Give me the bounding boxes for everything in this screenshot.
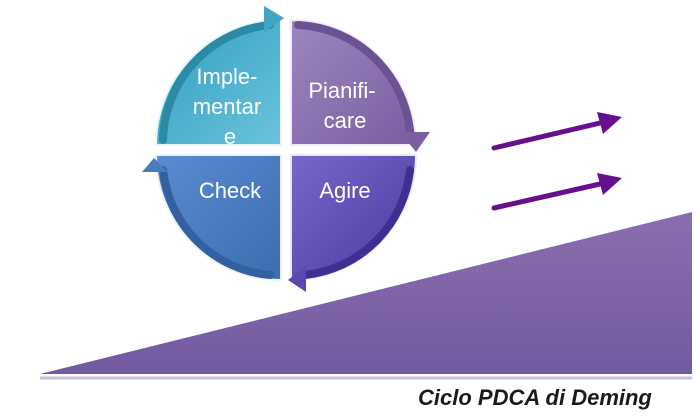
progress-arrow-upper bbox=[491, 112, 622, 151]
quadrant-act bbox=[288, 154, 418, 292]
quadrant-check bbox=[142, 154, 282, 282]
quadrant-implement bbox=[154, 6, 284, 146]
arrowhead-check bbox=[142, 158, 168, 172]
arrowhead-plan bbox=[400, 132, 430, 152]
diagram-caption: Ciclo PDCA di Deming bbox=[418, 385, 652, 410]
plan-label-line-1: Pianifi- bbox=[308, 78, 375, 103]
arrowhead-act bbox=[288, 266, 306, 292]
act-label: Agire bbox=[319, 178, 370, 203]
implement-label: Imple- mentar e bbox=[193, 64, 268, 149]
check-label: Check bbox=[199, 178, 262, 203]
implement-label-line-1: Imple- bbox=[196, 64, 257, 89]
implement-label-line-3: e bbox=[224, 124, 236, 149]
arrowhead-implement bbox=[264, 6, 284, 32]
plan-label: Pianifi- care bbox=[308, 78, 381, 133]
quadrant-plan bbox=[290, 18, 430, 152]
implement-label-line-2: mentar bbox=[193, 94, 261, 119]
plan-label-line-2: care bbox=[324, 108, 367, 133]
ramp-triangle bbox=[40, 212, 692, 374]
progress-arrow-lower bbox=[491, 173, 622, 211]
